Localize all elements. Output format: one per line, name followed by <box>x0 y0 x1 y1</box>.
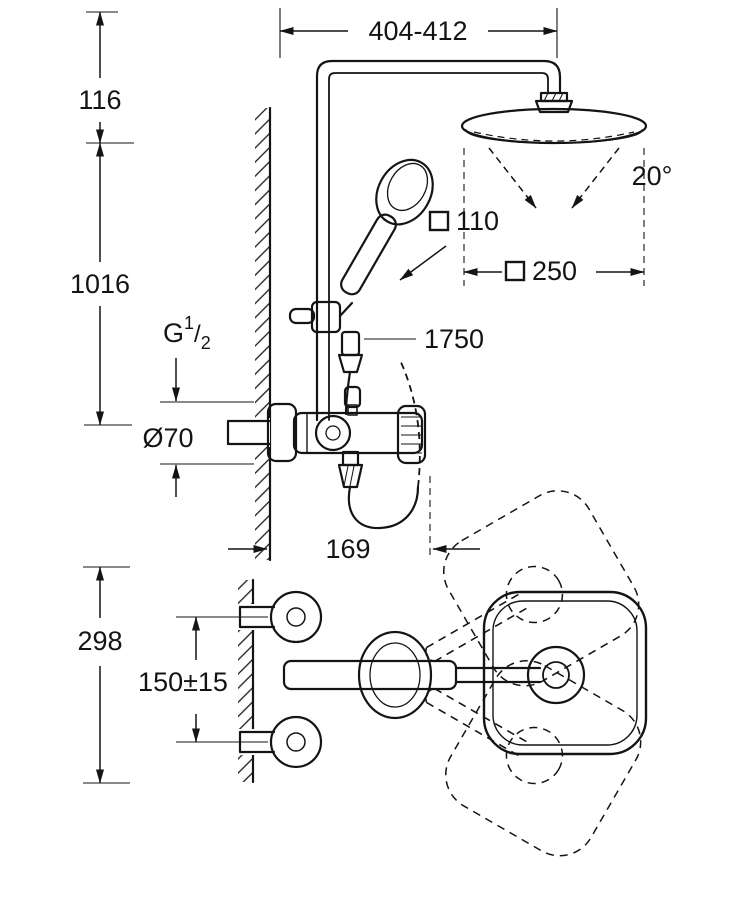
hose-nut <box>340 330 361 357</box>
dim-wall-offset-label: 169 <box>325 534 370 564</box>
shower-hose-dashed <box>399 359 421 488</box>
dim-inlet-spacing: 150±15 <box>138 616 268 743</box>
dim-thread: G1/2 <box>163 313 211 402</box>
square-symbol <box>504 260 526 282</box>
mixer-body <box>292 411 424 455</box>
shower-hose-upper <box>344 370 352 416</box>
dim-escutcheon-diameter-label: Ø70 <box>142 423 193 453</box>
union-escutcheon-bottom <box>269 715 323 769</box>
square-symbol <box>428 210 450 232</box>
dim-spray-angle-label: 20° <box>632 161 673 191</box>
hand-shower-head <box>375 158 434 226</box>
clamp-knob <box>288 307 316 325</box>
dim-hose-length: 1750 <box>364 324 484 354</box>
supply-stub-upper <box>226 418 272 447</box>
dim-hand-shower-size: 110 <box>399 206 499 281</box>
union-escutcheon-top <box>269 590 323 644</box>
dim-head-size: 250 <box>463 148 645 286</box>
diverter-knob <box>343 385 362 409</box>
mixer-dial <box>314 414 352 452</box>
head-shower <box>460 91 648 145</box>
spray-cone <box>488 147 620 209</box>
dim-head-drop-label: 116 <box>78 85 121 115</box>
dim-inlet-spacing-label: 150±15 <box>138 667 228 697</box>
dim-top-width-label: 404-412 <box>368 16 467 46</box>
head-shower-plan <box>482 590 648 756</box>
hose-outlet <box>337 359 421 530</box>
dim-head-size-label: 250 <box>532 256 577 286</box>
mixer-body-plan <box>282 659 458 691</box>
shower-pipe <box>315 59 562 422</box>
shower-hose-loop <box>347 485 420 530</box>
dim-top-width: 404-412 <box>279 8 558 58</box>
wall-upper <box>255 106 272 562</box>
dim-wall-offset: 169 <box>228 476 480 564</box>
plan-view-solid <box>269 590 648 769</box>
dim-bar-height-label: 1016 <box>70 269 130 299</box>
slider-clamp <box>310 300 342 334</box>
dim-hand-shower-size-label: 110 <box>456 206 499 236</box>
dim-escutcheon-diameter: Ø70 <box>142 401 254 497</box>
shower-arm-plan <box>454 666 542 684</box>
dim-hose-length-label: 1750 <box>424 324 484 354</box>
hand-shower-handle <box>340 213 397 296</box>
thermostatic-mixer <box>266 385 427 465</box>
dim-spray-angle: 20° <box>632 161 673 191</box>
escutcheon <box>266 402 298 463</box>
dim-thread-label: G1/2 <box>163 313 211 353</box>
dim-depth: 298 <box>77 566 130 784</box>
handle-knob-plan <box>357 630 433 720</box>
swivel-range-dashed <box>384 476 655 870</box>
hand-shower <box>288 158 434 374</box>
dim-depth-label: 298 <box>77 626 122 656</box>
dim-bar-height: 1016 <box>70 142 132 426</box>
ball-joint <box>526 645 586 705</box>
temperature-handle <box>396 404 427 465</box>
dim-head-drop: 116 <box>78 11 134 144</box>
